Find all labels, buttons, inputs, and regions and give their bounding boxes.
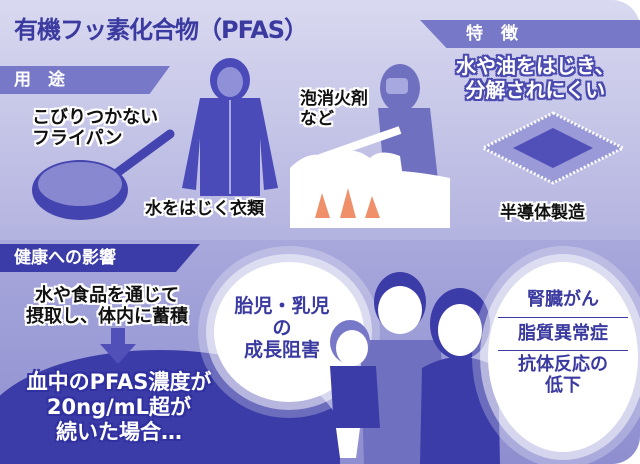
effects-list-right: 腎臓がん 脂質異常症 抗体反応の 低下	[498, 289, 628, 397]
family-illustration	[330, 272, 500, 464]
firefighter-foam-icon	[290, 64, 450, 228]
health-heading: 健康への影響	[0, 244, 200, 272]
water-repellent-clothing-label: 水をはじく衣類	[145, 199, 264, 219]
semiconductor-label: 半導体製造	[500, 203, 585, 223]
infographic-title: 有機フッ素化合物（PFAS）	[14, 16, 308, 44]
foam-extinguisher-label: 泡消火剤 など	[300, 89, 368, 129]
nonstick-pan-label: こびりつかない フライパン	[32, 107, 159, 149]
effect-burst-right	[488, 262, 638, 452]
reduced-antibody-effect: 抗体反応の 低下	[498, 350, 628, 396]
features-heading: 特徴	[420, 20, 640, 48]
intake-text: 水や食品を通じて 摂取し、体内に蓄積	[26, 285, 188, 327]
kidney-cancer-effect: 腎臓がん	[527, 289, 599, 310]
features-text: 水や油をはじき、 分解されにくい	[456, 54, 615, 102]
dyslipidemia-effect: 脂質異常症	[498, 316, 628, 351]
down-arrow-icon	[100, 328, 136, 364]
frying-pan-icon	[32, 129, 175, 220]
blood-concentration-condition: 血中のPFAS濃度が 20ng/mL超が 続いた場合…	[26, 370, 212, 445]
semiconductor-chip-icon	[479, 111, 627, 185]
fetal-infant-growth-effect: 胎児・乳児 の 成長阻害	[234, 295, 330, 361]
uses-heading: 用 途	[0, 66, 170, 94]
hooded-jacket-icon	[182, 58, 278, 196]
